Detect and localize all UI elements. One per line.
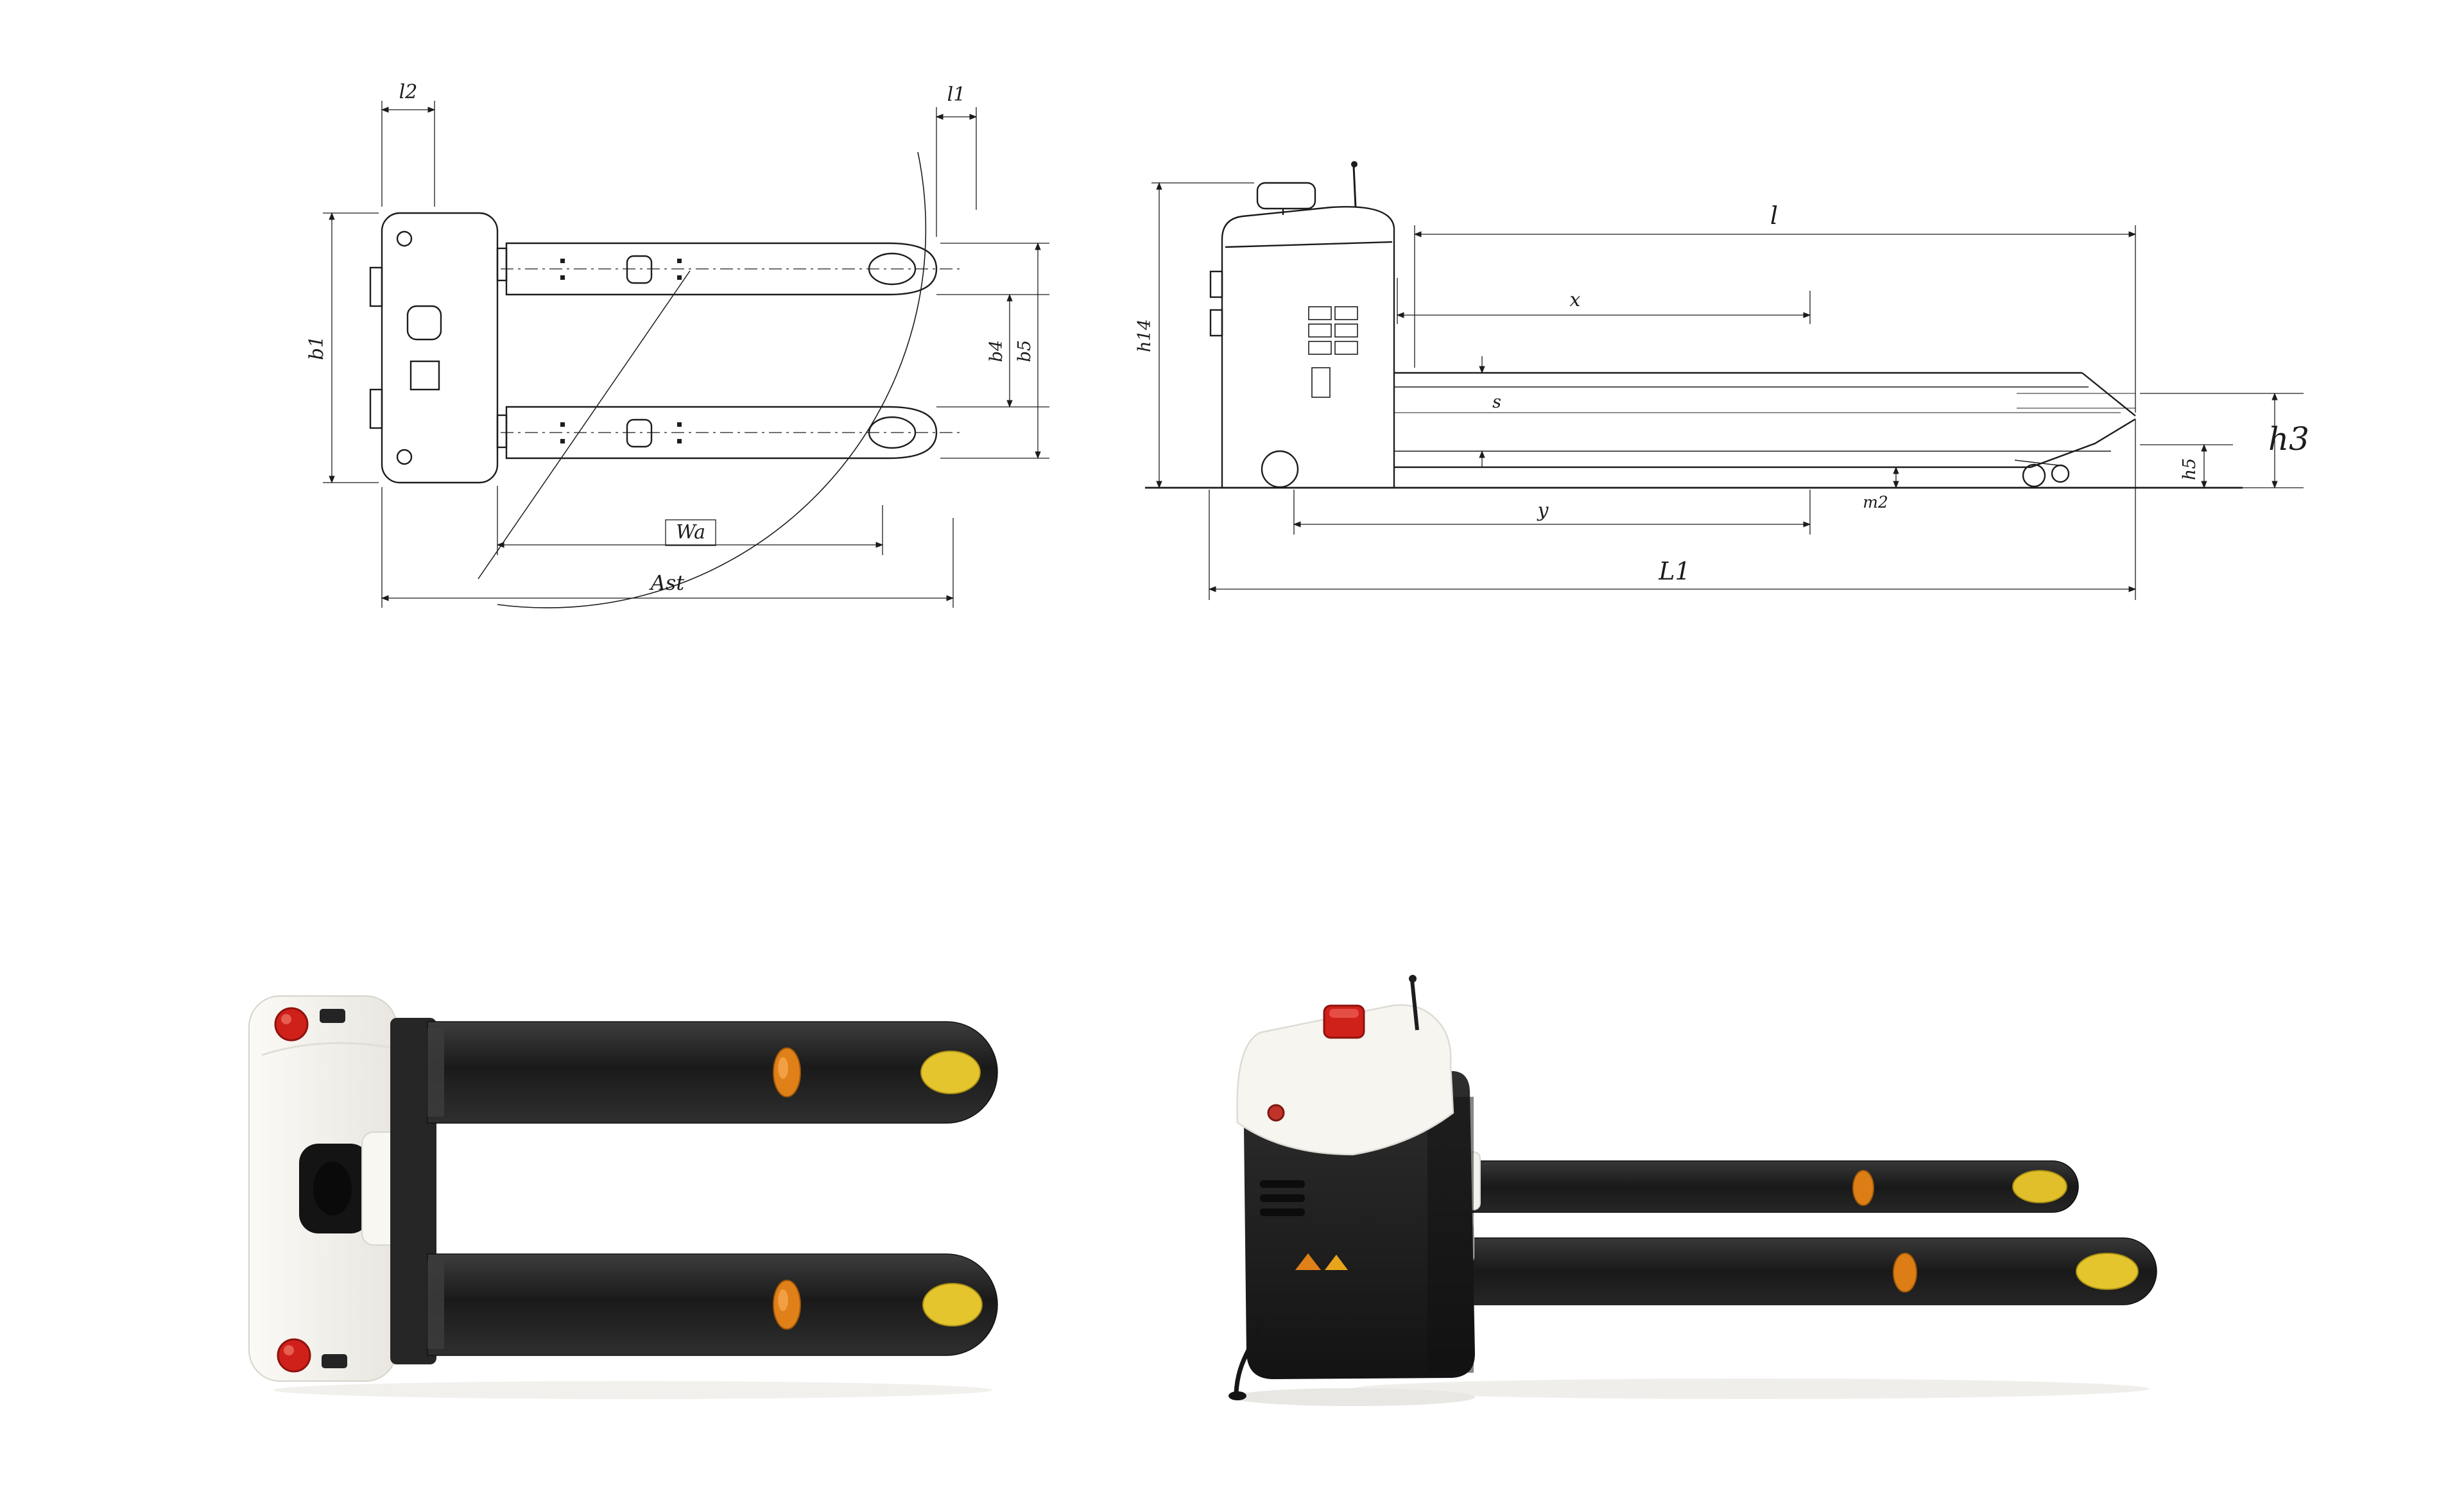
plan-head-bolt-top	[396, 230, 413, 247]
render-top-head-contour	[261, 1042, 391, 1056]
side-dim-label-x: x	[1570, 289, 1581, 311]
render-top-head-latch-top	[320, 1009, 345, 1023]
side-dimension-lines	[1151, 182, 2304, 600]
side-tip-roller-1	[2022, 463, 2046, 488]
side-control-grid	[1308, 306, 1358, 398]
side-body-bump-lower	[1209, 309, 1223, 337]
plan-head-detail-rounded	[406, 305, 442, 341]
plan-head-detail-square	[409, 360, 440, 391]
plan-fork-lower-carriage	[626, 418, 653, 448]
plan-head-bump-top	[369, 266, 383, 307]
render-top-red-button-bottom-highlight	[284, 1345, 294, 1355]
plan-fork-upper-carriage	[626, 255, 653, 284]
render-top-shadow	[273, 1381, 992, 1399]
side-dim-label-l: l	[1770, 202, 1778, 230]
render-top-red-button-bottom	[277, 1338, 311, 1373]
plan-head-outline	[381, 212, 499, 484]
render-side-warning-triangle-2	[1325, 1255, 1348, 1270]
side-dim-label-L1: L1	[1658, 557, 1690, 585]
plan-coupler-top	[496, 247, 508, 282]
render-top-fork-upper	[427, 1021, 998, 1124]
render-top-view	[222, 972, 1056, 1405]
plan-dim-label-wa: Wa	[676, 521, 705, 544]
render-side-endcap-near	[2076, 1253, 2139, 1290]
plan-fork-lower	[505, 406, 938, 460]
side-drive-wheel	[1261, 450, 1299, 488]
render-top-head-latch-bottom	[322, 1354, 347, 1368]
side-antenna	[1352, 165, 1357, 208]
render-top-red-button-top	[274, 1007, 309, 1042]
render-side-endcap-far	[2012, 1170, 2067, 1203]
side-roller-linkage	[2014, 460, 2065, 467]
render-side-antenna-tip	[1409, 975, 1417, 983]
side-view-drawing: h14 l x s y m2 L1 h3 h5	[1119, 143, 2318, 635]
render-side-roller-far	[1852, 1170, 1874, 1206]
plan-dim-label-b5: b5	[1015, 340, 1035, 362]
plan-view-drawing: l2 l1 b1 b4 b5 Wa Ast	[286, 56, 1056, 635]
side-dim-label-h14: h14	[1135, 319, 1155, 352]
plan-dim-label-b1: b1	[306, 336, 328, 360]
side-body-outline	[1221, 206, 1395, 488]
plan-dim-label-ast: Ast	[649, 571, 685, 595]
render-top-red-button-top-highlight	[281, 1014, 291, 1024]
side-truck-geometry	[1145, 161, 2243, 489]
plan-centerlines	[501, 268, 963, 433]
render-side-view	[1199, 968, 2215, 1421]
render-top-endcap-upper	[920, 1051, 981, 1094]
render-side-antenna	[1410, 979, 1419, 1031]
render-side-warning-triangle-1	[1295, 1253, 1321, 1270]
plan-dim-label-l2: l2	[399, 81, 418, 103]
render-top-joystick-pad	[313, 1162, 352, 1216]
plan-dim-label-l1: l1	[947, 83, 966, 106]
render-side-vents	[1260, 1180, 1305, 1216]
plan-construction-diagonal	[478, 270, 691, 580]
render-top-roller-upper-highlight	[778, 1057, 788, 1079]
render-side-cable-foot	[1228, 1391, 1246, 1400]
render-top-fork-lower	[427, 1253, 998, 1356]
plan-coupler-bottom	[496, 414, 508, 449]
plan-dimension-lines	[323, 101, 1049, 608]
side-dim-label-s: s	[1492, 392, 1501, 412]
render-side-cable	[1234, 1327, 1263, 1394]
side-dim-label-h3: h3	[2268, 420, 2309, 458]
render-side-shadow-body	[1231, 1388, 1475, 1406]
side-tip-roller-2	[2051, 464, 2070, 483]
side-fork-bottom-line	[1394, 418, 2136, 468]
render-top-fork-lower-heel	[427, 1260, 444, 1349]
plan-fork-bolt-marks	[560, 259, 682, 443]
render-side-power-button	[1267, 1104, 1285, 1122]
render-side-shadow-forks	[1353, 1379, 2149, 1399]
render-side-estop-highlight	[1329, 1009, 1359, 1018]
render-side-roller-near	[1893, 1253, 1917, 1293]
side-tiller-head	[1256, 182, 1316, 210]
plan-turning-radius-arc	[497, 151, 927, 608]
plan-head-bolt-bottom	[396, 449, 413, 465]
side-dim-label-h5: h5	[2180, 458, 2200, 481]
render-side-body-edge-shade	[1427, 1097, 1474, 1373]
plan-truck-geometry	[369, 212, 938, 484]
render-top-endcap-lower	[922, 1283, 983, 1327]
render-side-fork-near	[1442, 1237, 2157, 1305]
render-side-top-cover	[1236, 1004, 1454, 1156]
side-dim-label-m2: m2	[1863, 493, 1888, 511]
plan-fork-upper	[505, 242, 938, 296]
plan-dim-label-b4: b4	[987, 340, 1006, 362]
side-body-bump-upper	[1209, 270, 1223, 298]
plan-head-bump-bottom	[369, 388, 383, 429]
render-side-fork-far	[1455, 1160, 2079, 1213]
render-top-fork-upper-heel	[427, 1028, 444, 1117]
side-dim-label-y: y	[1537, 499, 1549, 522]
render-top-connector-plate	[390, 1018, 436, 1364]
render-top-roller-lower-highlight	[778, 1289, 788, 1311]
